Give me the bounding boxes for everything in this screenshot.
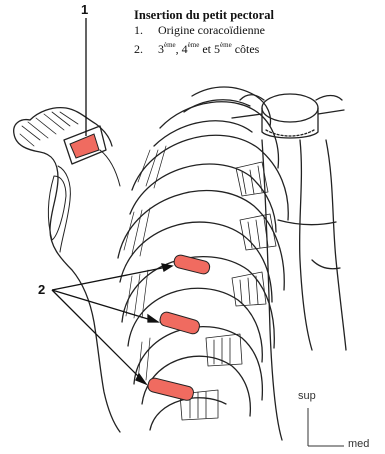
caption-title: Insertion du petit pectoral [134,8,374,23]
caption-item-1-num: 1. [134,23,158,38]
caption-item-1-text: Origine coracoïdienne [158,23,265,37]
scapula-outline [14,120,120,432]
leader-2a [52,266,172,290]
caption-item-2-sup-c: ème [220,41,232,49]
caption-item-2-sup-a: ème [164,41,176,49]
orientation-sup: sup [298,390,316,402]
muscle-fibers [124,146,166,380]
scapula-hatching [20,112,78,146]
caption-item-1: 1.Origine coracoïdienne [134,23,374,38]
insertion-rib-4 [159,311,201,335]
label-2: 2 [38,282,45,297]
caption-item-2: 2.3ème, 4ème et 5ème côtes [134,38,374,57]
caption-item-2-num: 2. [134,42,158,57]
insertion-rib-5 [147,377,195,402]
caption-item-2-part-b: , 4 [176,42,188,56]
label-1: 1 [81,2,88,17]
caption-item-2-part-c: et 5 [199,42,220,56]
orientation-med: med [348,438,369,450]
orientation-axes [308,408,344,446]
figure-caption: Insertion du petit pectoral 1.Origine co… [134,8,374,57]
caption-item-2-sup-b: ème [188,41,200,49]
caption-item-2-part-d: côtes [232,42,260,56]
ribs [118,87,288,430]
